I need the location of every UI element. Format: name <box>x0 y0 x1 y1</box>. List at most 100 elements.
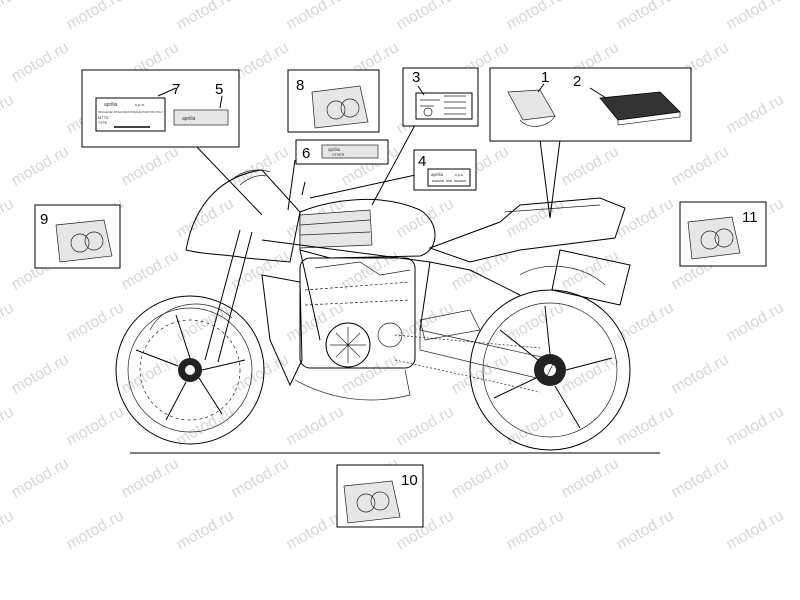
watermark-text: motod.ru <box>724 0 787 33</box>
callout-8: 8 <box>296 77 304 94</box>
watermark-text: motod.ru <box>614 299 677 345</box>
watermark-text: motod.ru <box>284 299 347 345</box>
watermark-text: motod.ru <box>559 455 622 501</box>
watermark-text: motod.ru <box>614 403 677 449</box>
decal-6-subtext: OTHER <box>332 153 345 157</box>
watermark-text: motod.ru <box>614 0 677 33</box>
watermark-text: motod.ru <box>64 507 127 553</box>
motorcycle-illustration <box>115 169 631 451</box>
watermark-text: motod.ru <box>229 455 292 501</box>
watermark-text: motod.ru <box>724 299 787 345</box>
watermark-text: motod.ru <box>9 143 72 189</box>
watermark-text: motod.ru <box>119 143 182 189</box>
watermark-text: motod.ru <box>504 507 567 553</box>
airbox <box>299 209 373 249</box>
watermark-text: motod.ru <box>559 247 622 293</box>
callout-4: 4 <box>418 153 426 170</box>
decal-7-brand: aprilia <box>104 102 118 108</box>
watermark-text: motod.ru <box>504 0 567 33</box>
decal-7 <box>95 97 166 132</box>
watermark-text: motod.ru <box>614 507 677 553</box>
decal-4-brand: aprilia <box>431 172 444 177</box>
watermark-text: motod.ru <box>9 455 72 501</box>
manual-11-icon <box>687 216 741 260</box>
watermark-text: motod.ru <box>724 507 787 553</box>
detail-box-9: 9 <box>34 204 121 269</box>
watermark-text: motod.ru <box>174 507 237 553</box>
callout-9: 9 <box>40 211 48 228</box>
callout-1: 1 <box>541 69 549 86</box>
watermark-text: motod.ru <box>0 91 17 137</box>
decal-6 <box>321 144 379 159</box>
watermark-text: motod.ru <box>0 507 17 553</box>
manual-10-icon <box>343 480 401 524</box>
callout-3: 3 <box>412 69 420 86</box>
decal-7-model: MTTE <box>98 115 109 120</box>
watermark-text: motod.ru <box>174 0 237 33</box>
drive-chain <box>394 334 541 393</box>
detail-box-10: 10 <box>336 464 424 528</box>
radiator <box>261 274 303 387</box>
watermark-text: motod.ru <box>284 0 347 33</box>
watermark-text: motod.ru <box>559 351 622 397</box>
watermark-text: motod.ru <box>504 403 567 449</box>
front-wheel <box>115 295 265 445</box>
rear-hugger <box>519 265 606 286</box>
watermark-text: motod.ru <box>9 39 72 85</box>
watermark-text: motod.ru <box>669 351 732 397</box>
watermark-text: motod.ru <box>119 455 182 501</box>
watermark-text: motod.ru <box>64 0 127 33</box>
callout-11: 11 <box>742 209 758 226</box>
watermark-text: motod.ru <box>0 403 17 449</box>
leader-lines <box>194 124 561 219</box>
watermark-text: motod.ru <box>0 0 17 33</box>
watermark-text: motod.ru <box>614 195 677 241</box>
front-fork <box>204 229 253 363</box>
watermark-text: motod.ru <box>394 195 457 241</box>
watermark-text: motod.ru <box>0 195 17 241</box>
exhaust <box>551 249 631 306</box>
watermark-text: motod.ru <box>394 403 457 449</box>
watermark-text: motod.ru <box>229 351 292 397</box>
detail-box-6: aprilia OTHER 6 <box>295 139 389 165</box>
detail-box-4: aprilia s.p.a. 4 <box>413 149 477 191</box>
decal-7-spa: s.p.a. <box>135 102 145 107</box>
watermark-text: motod.ru <box>119 247 182 293</box>
callout-6: 6 <box>302 145 310 162</box>
watermark-text: motod.ru <box>394 299 457 345</box>
swingarm <box>419 329 556 381</box>
detail-box-11: 11 <box>679 201 767 267</box>
decal-7-address: NOALE(VE) ZONA INDUSTRIALE PIANTONI ITAL… <box>98 110 163 114</box>
detail-box-3: 3 <box>402 67 479 127</box>
callout-10: 10 <box>401 472 418 489</box>
decal-5-brand: aprilia <box>182 116 196 122</box>
decal-7-type: TYPE <box>98 121 108 125</box>
watermark-text: motod.ru <box>449 351 512 397</box>
detail-box-8: 8 <box>287 69 380 133</box>
callout-2: 2 <box>573 73 581 90</box>
watermark-text: motod.ru <box>669 143 732 189</box>
watermark-text: motod.ru <box>229 143 292 189</box>
front-mudguard <box>149 303 233 331</box>
decal-4 <box>427 168 471 187</box>
watermark-text: motod.ru <box>394 0 457 33</box>
manual-9-icon <box>55 219 113 263</box>
detail-box-7-5: aprilia s.p.a. NOALE(VE) ZONA INDUSTRIAL… <box>81 69 240 148</box>
watermark-text: motod.ru <box>724 403 787 449</box>
watermark-text: motod.ru <box>724 91 787 137</box>
fuel-tank <box>299 198 436 259</box>
decal-6-brand: aprilia <box>328 147 341 152</box>
manual-8-icon <box>311 85 369 129</box>
watermark-text: motod.ru <box>559 143 622 189</box>
callout-7: 7 <box>172 81 180 98</box>
watermark-text: motod.ru <box>0 299 17 345</box>
watermark-text: motod.ru <box>669 455 732 501</box>
watermark-text: motod.ru <box>64 403 127 449</box>
watermark-text: motod.ru <box>64 299 127 345</box>
watermark-text: motod.ru <box>284 403 347 449</box>
detail-box-1-2: 1 2 <box>489 67 692 142</box>
watermark-text: motod.ru <box>9 351 72 397</box>
watermark-text: motod.ru <box>449 455 512 501</box>
